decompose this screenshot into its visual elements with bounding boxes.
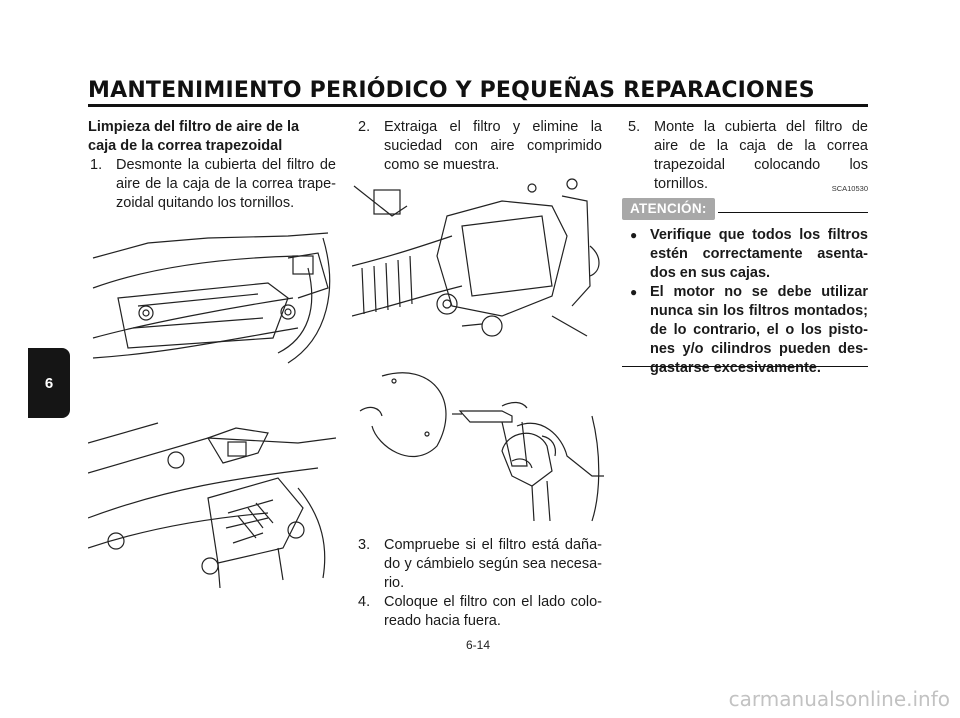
warning-item-2: ● El motor no se debe utilizar nunca sin… [630, 283, 868, 378]
bullet-icon: ● [630, 228, 638, 242]
step-3-number: 3. [358, 537, 371, 553]
column-3: 5. Monte la cubierta del filtro de aire … [628, 118, 868, 194]
column-1: Limpieza del filtro de aire de la caja d… [88, 118, 336, 213]
column-2-lower: 3. Compruebe si el filtro está daña-do y… [358, 536, 602, 631]
step-4: 4. Coloque el filtro con el lado colo-re… [358, 593, 602, 631]
warning-list: ● Verifique que todos los filtros estén … [630, 226, 868, 378]
bullet-icon: ● [630, 285, 638, 299]
header-rule [88, 104, 868, 107]
subtitle-line-2: caja de la correa trapezoidal [88, 138, 283, 154]
step-5-number: 5. [628, 119, 641, 135]
step-1-text: Desmonte la cubierta del filtro de aire … [116, 157, 336, 211]
step-4-text: Coloque el filtro con el lado colo-reado… [384, 594, 602, 629]
page-number: 6-14 [466, 638, 491, 652]
step-1-number: 1. [90, 157, 103, 173]
notice-end-rule [622, 366, 868, 367]
step-2-text: Extraiga el filtro y elimine la suciedad… [384, 119, 602, 173]
notice-label: ATENCIÓN: [622, 198, 715, 220]
subtitle-line-1: Limpieza del filtro de aire de la [88, 119, 300, 135]
step-3: 3. Compruebe si el filtro está daña-do y… [358, 536, 602, 593]
chapter-tab: 6 [28, 348, 70, 418]
figure-filter-cleaning [352, 176, 604, 526]
figure-cover-removal [88, 228, 336, 598]
column-2: 2. Extraiga el filtro y elimine la sucie… [358, 118, 602, 175]
warning-text-1: Verifique que todos los filtros estén co… [650, 227, 868, 281]
section-title: MANTENIMIENTO PERIÓDICO Y PEQUEÑAS REPAR… [88, 78, 815, 103]
warning-text-2: El motor no se debe utilizar nunca sin l… [650, 284, 868, 376]
warning-item-1: ● Verifique que todos los filtros estén … [630, 226, 868, 283]
step-2: 2. Extraiga el filtro y elimine la sucie… [358, 118, 602, 175]
step-2-number: 2. [358, 119, 371, 135]
step-5-text: Monte la cubierta del filtro de aire de … [654, 119, 868, 192]
step-3-text: Compruebe si el filtro está daña-do y cá… [384, 537, 602, 591]
step-4-number: 4. [358, 594, 371, 610]
step-1: 1. Desmonte la cubierta del filtro de ai… [90, 156, 336, 213]
notice-rule [718, 212, 868, 213]
notice-code: SCA10530 [831, 184, 868, 193]
watermark: carmanualsonline.info [728, 687, 950, 711]
step-5: 5. Monte la cubierta del filtro de aire … [628, 118, 868, 194]
